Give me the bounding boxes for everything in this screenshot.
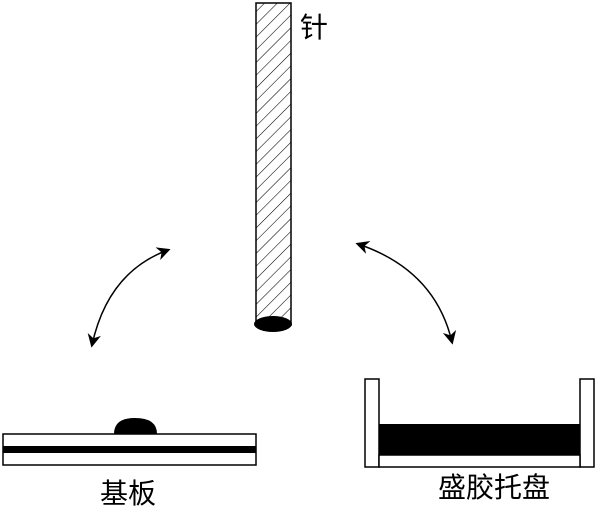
glue-drop-on-needle — [254, 316, 292, 332]
needle-shaft — [255, 2, 292, 326]
glue-tray-label: 盛胶托盘 — [438, 471, 551, 504]
needle-label: 针 — [300, 11, 329, 44]
substrate-middle-layer — [3, 446, 256, 453]
tray-left-wall — [364, 378, 380, 468]
tray-right-wall — [579, 378, 595, 468]
tray-bottom — [378, 454, 581, 468]
glue-tray — [364, 378, 595, 468]
tray-glue-fill — [379, 424, 580, 455]
substrate — [2, 418, 257, 466]
left-swing-arrow — [87, 247, 171, 348]
right-swing-arrow — [355, 241, 457, 345]
substrate-label: 基板 — [100, 477, 157, 510]
needle — [254, 2, 292, 332]
glue-dot-on-substrate — [114, 418, 157, 434]
